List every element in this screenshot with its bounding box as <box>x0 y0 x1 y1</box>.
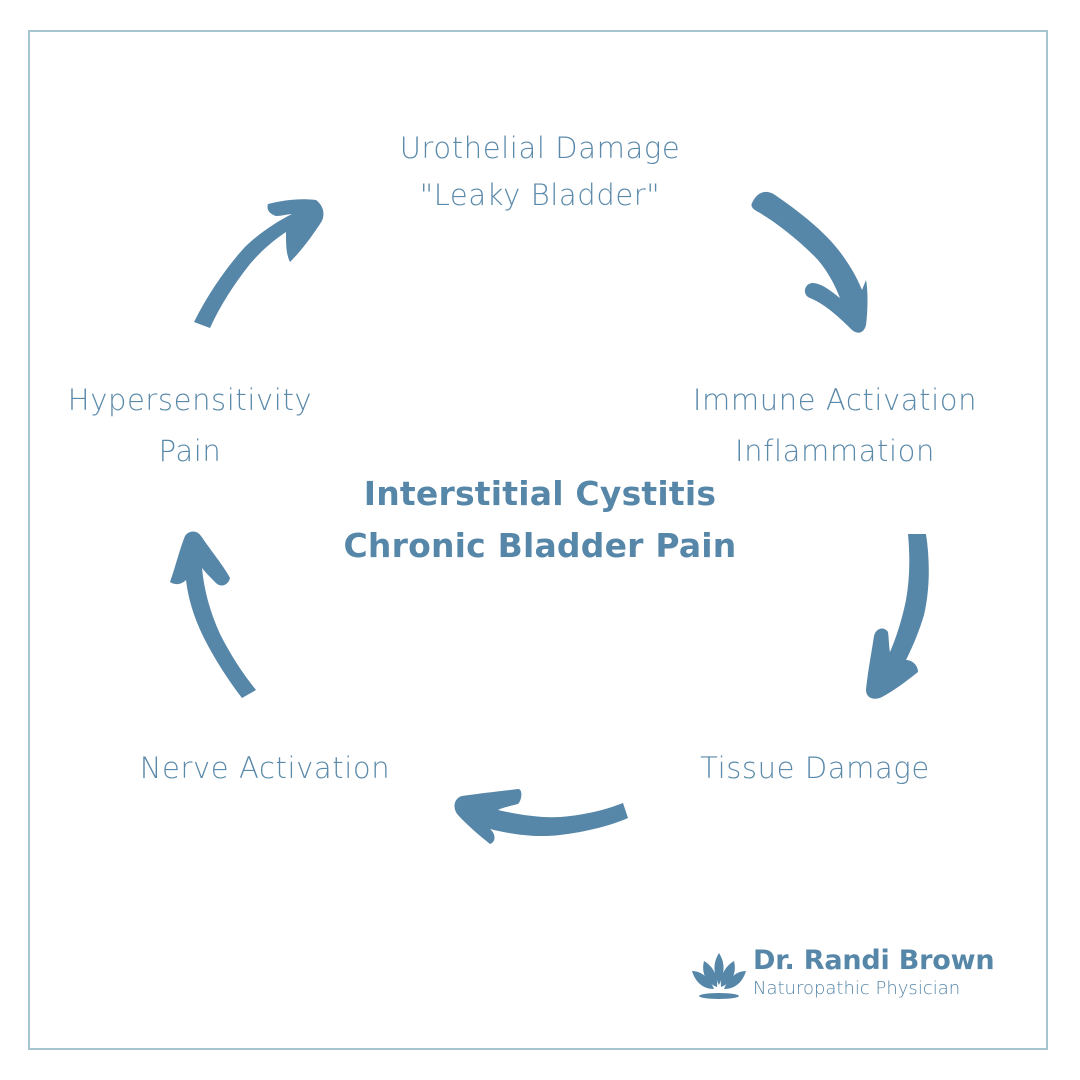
brand-signature: Dr. Randi Brown Naturopathic Physician <box>690 945 1000 1005</box>
center-title-line1: Interstitial Cystitis <box>363 474 717 513</box>
node-label-line1: Nerve Activation <box>139 751 391 785</box>
arrow-immune-to-tissue <box>866 534 929 699</box>
node-label-line1: Urothelial Damage <box>399 131 681 165</box>
node-label-line2: Inflammation <box>735 434 935 468</box>
diagram-frame <box>28 30 1048 1050</box>
node-label-line1: Tissue Damage <box>700 751 930 785</box>
arrow-hypersensitivity-to-urothelial <box>194 199 324 328</box>
brand-subtitle: Naturopathic Physician <box>753 978 961 999</box>
node-hypersensitivity: Hypersensitivity Pain <box>40 375 340 477</box>
node-urothelial-damage: Urothelial Damage "Leaky Bladder" <box>340 125 740 219</box>
node-nerve-activation: Nerve Activation <box>110 745 420 792</box>
node-tissue-damage: Tissue Damage <box>640 745 990 792</box>
center-title: Interstitial Cystitis Chronic Bladder Pa… <box>290 468 790 572</box>
brand-name: Dr. Randi Brown <box>753 945 995 976</box>
arrow-urothelial-to-immune <box>751 191 868 333</box>
lotus-icon <box>692 953 746 999</box>
node-label-line2: "Leaky Bladder" <box>419 178 661 212</box>
node-label-line2: Pain <box>158 434 222 468</box>
arrow-tissue-to-nerve <box>454 789 628 844</box>
center-title-line2: Chronic Bladder Pain <box>343 526 737 565</box>
node-immune-activation: Immune Activation Inflammation <box>660 375 1010 477</box>
node-label-line1: Hypersensitivity <box>67 383 313 417</box>
node-label-line1: Immune Activation <box>692 383 978 417</box>
arrow-nerve-to-hypersensitivity <box>170 531 256 698</box>
